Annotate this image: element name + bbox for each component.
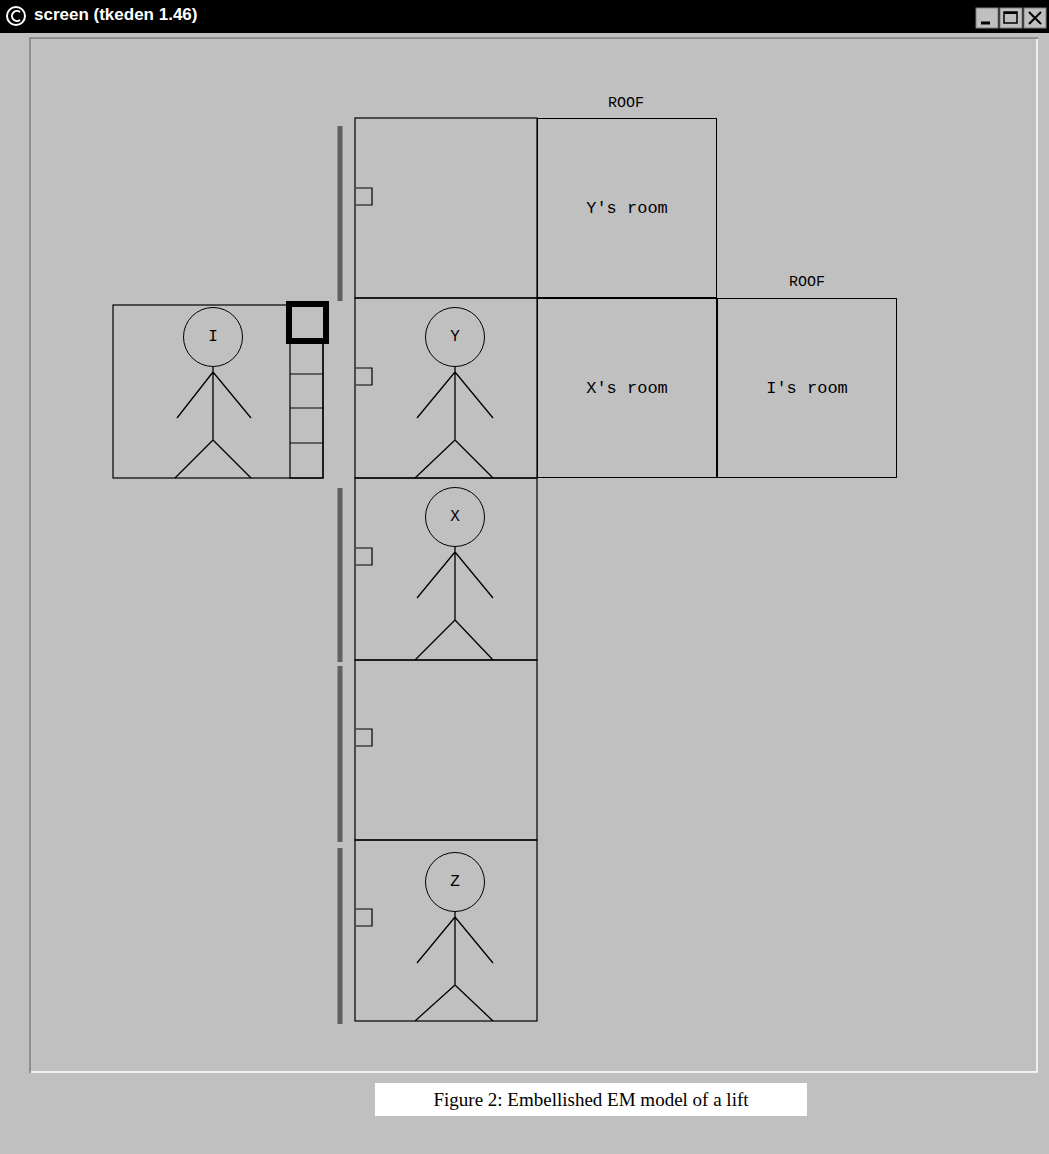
person-name: Y bbox=[450, 328, 460, 346]
title-bar bbox=[0, 0, 1049, 33]
roof-label: ROOF bbox=[608, 95, 644, 112]
caption-text: Figure 2: Embellished EM model of a lift bbox=[433, 1089, 748, 1111]
door-handle bbox=[356, 188, 372, 926]
room-box: Y's room bbox=[537, 118, 717, 298]
roof-label: ROOF bbox=[789, 274, 825, 291]
window-title: screen (tkeden 1.46) bbox=[34, 5, 197, 25]
room-name: X's room bbox=[586, 379, 668, 398]
lift-door bbox=[338, 126, 343, 1024]
person-name: X bbox=[450, 508, 460, 526]
window-buttons bbox=[976, 8, 1046, 28]
person-head: Y bbox=[425, 307, 485, 367]
person-head: I bbox=[183, 307, 243, 367]
figure-caption: Figure 2: Embellished EM model of a lift bbox=[375, 1083, 807, 1116]
lift-shaft bbox=[355, 118, 537, 1021]
app-icon bbox=[7, 7, 25, 25]
person-name: I bbox=[208, 328, 218, 346]
stick-figure-body bbox=[175, 367, 493, 1021]
canvas-frame bbox=[30, 38, 1038, 1073]
room-name: I's room bbox=[766, 379, 848, 398]
person-head: X bbox=[425, 487, 485, 547]
room-box: X's room bbox=[537, 298, 717, 478]
person-name: Z bbox=[450, 873, 460, 891]
lift-button bbox=[289, 304, 326, 341]
room-box: I's room bbox=[717, 298, 897, 478]
person-head: Z bbox=[425, 852, 485, 912]
room-name: Y's room bbox=[586, 199, 668, 218]
